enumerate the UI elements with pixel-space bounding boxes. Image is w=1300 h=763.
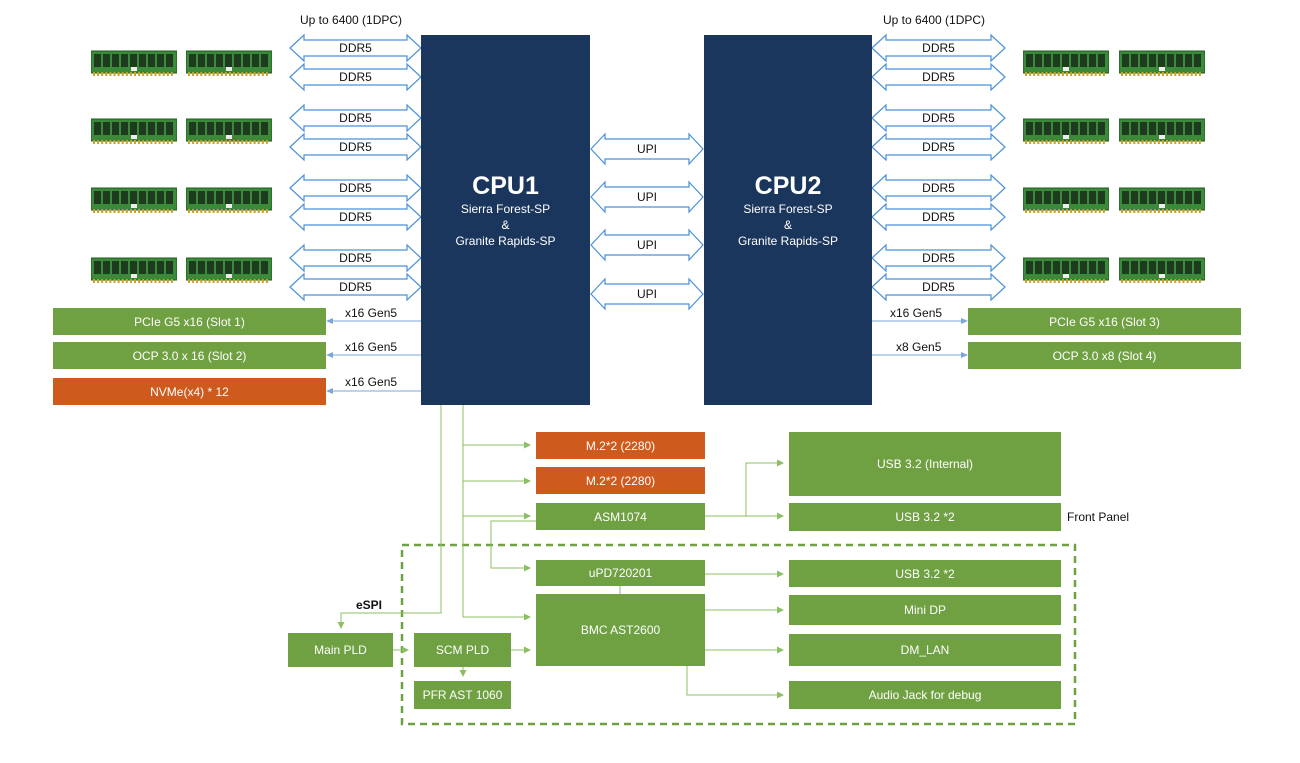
ddr5-label-left-4: DDR5 — [339, 181, 372, 195]
link-label-slot-1: x16 Gen5 — [345, 306, 398, 320]
ocp-slot-4: OCP 3.0 x8 (Slot 4) — [968, 342, 1241, 369]
cpu1-line2: & — [501, 218, 510, 232]
memory-speed-label-right: Up to 6400 (1DPC) — [883, 13, 986, 27]
ddr5-label-left-0: DDR5 — [339, 41, 372, 55]
ddr5-arrow-right-6 — [871, 243, 1006, 273]
ddr5-arrow-right-0 — [871, 33, 1006, 63]
dimm-module-icon — [90, 187, 178, 220]
espi-label: eSPI — [356, 598, 383, 612]
upi-label-0: UPI — [636, 142, 657, 156]
mini-dp: Mini DP — [789, 595, 1061, 625]
cpu1-line3: Granite Rapids-SP — [455, 234, 556, 248]
dimm-module-icon — [1118, 257, 1206, 290]
ddr5-label-right-0: DDR5 — [922, 41, 955, 55]
dimm-module-icon — [1022, 257, 1110, 290]
upi-arrow-1 — [590, 180, 704, 214]
cpu2-name: CPU2 — [754, 172, 822, 200]
upi-arrows — [590, 132, 704, 311]
upi-label-1: UPI — [636, 190, 657, 204]
dimm-module-icon — [1022, 118, 1110, 151]
upd720201-chip: uPD720201 — [536, 560, 705, 586]
cpu2-line1: Sierra Forest-SP — [743, 202, 833, 216]
dimm-module-icon — [1118, 187, 1206, 220]
cpu2-line2: & — [783, 218, 792, 232]
ddr5-label-right-7: DDR5 — [922, 280, 955, 294]
dimm-module-icon — [185, 118, 273, 151]
dimm-module-icon — [1022, 187, 1110, 220]
usb-rear: USB 3.2 *2 — [789, 560, 1061, 587]
dimm-module-icon — [1118, 50, 1206, 83]
link-label-nvme: x16 Gen5 — [345, 375, 398, 389]
link-label-slot-4: x8 Gen5 — [896, 340, 942, 354]
dm-lan: DM_LAN — [789, 634, 1061, 666]
bmc-ast2600-chip: BMC AST2600 — [536, 594, 705, 666]
nvme-bays: NVMe(x4) * 12 — [53, 378, 326, 405]
asm1074-chip: ASM1074 — [536, 503, 705, 530]
scm-board-boundary — [400, 543, 1077, 726]
dimm-module-icon — [90, 257, 178, 290]
dimm-module-icon — [1022, 50, 1110, 83]
upi-arrow-3 — [590, 277, 704, 311]
ddr5-label-left-5: DDR5 — [339, 210, 372, 224]
ddr5-arrows-left — [289, 33, 422, 302]
cpu2-line3: Granite Rapids-SP — [737, 234, 839, 248]
dimm-module-icon — [90, 118, 178, 151]
cpu1-name: CPU1 — [472, 172, 539, 200]
usb-internal: USB 3.2 (Internal) — [789, 432, 1061, 496]
dimm-module-icon — [1118, 118, 1206, 151]
link-label-slot-3: x16 Gen5 — [890, 306, 943, 320]
ddr5-arrow-right-1 — [871, 62, 1006, 92]
ddr5-arrows-right — [871, 33, 1006, 302]
usb-front: USB 3.2 *2 — [789, 503, 1061, 531]
ddr5-arrow-right-2 — [871, 103, 1006, 133]
m2-slot-b: M.2*2 (2280) — [536, 467, 705, 494]
ddr5-label-left-3: DDR5 — [339, 140, 372, 154]
ddr5-label-left-6: DDR5 — [339, 251, 372, 265]
ddr5-label-right-3: DDR5 — [922, 140, 955, 154]
cpu1-block: CPU1 Sierra Forest-SP & Granite Rapids-S… — [421, 35, 590, 405]
ddr5-label-left-7: DDR5 — [339, 280, 372, 294]
pcie-slot-3: PCIe G5 x16 (Slot 3) — [968, 308, 1241, 335]
ddr5-label-left-2: DDR5 — [339, 111, 372, 125]
dimm-module-icon — [90, 50, 178, 83]
ddr5-label-right-1: DDR5 — [922, 70, 955, 84]
front-panel-label: Front Panel — [1067, 510, 1130, 524]
pcie-slot-1: PCIe G5 x16 (Slot 1) — [53, 308, 326, 335]
upi-label-2: UPI — [636, 238, 657, 252]
ocp-slot-2: OCP 3.0 x 16 (Slot 2) — [53, 342, 326, 369]
link-label-slot-2: x16 Gen5 — [345, 340, 398, 354]
ddr5-label-left-1: DDR5 — [339, 70, 372, 84]
ddr5-arrow-right-5 — [871, 202, 1006, 232]
main-pld: Main PLD — [288, 633, 393, 667]
ddr5-label-right-2: DDR5 — [922, 111, 955, 125]
cpu2-block: CPU2 Sierra Forest-SP & Granite Rapids-S… — [704, 35, 872, 405]
ddr5-label-right-6: DDR5 — [922, 251, 955, 265]
dimm-module-icon — [185, 187, 273, 220]
dimm-module-icon — [185, 50, 273, 83]
cpu1-line1: Sierra Forest-SP — [460, 202, 551, 216]
m2-slot-a: M.2*2 (2280) — [536, 432, 705, 459]
memory-speed-label-left: Up to 6400 (1DPC) — [300, 13, 403, 27]
ddr5-label-right-4: DDR5 — [922, 181, 955, 195]
ddr5-label-right-5: DDR5 — [922, 210, 955, 224]
dimm-module-icon — [185, 257, 273, 290]
audio-jack-debug: Audio Jack for debug — [789, 681, 1061, 709]
upi-label-3: UPI — [636, 287, 657, 301]
ddr5-arrow-right-7 — [871, 272, 1006, 302]
ddr5-arrow-right-4 — [871, 173, 1006, 203]
ddr5-arrow-right-3 — [871, 132, 1006, 162]
scm-pld: SCM PLD — [414, 633, 511, 667]
upi-arrow-0 — [590, 132, 704, 166]
upi-arrow-2 — [590, 228, 704, 262]
pfr-ast1060: PFR AST 1060 — [414, 681, 511, 709]
